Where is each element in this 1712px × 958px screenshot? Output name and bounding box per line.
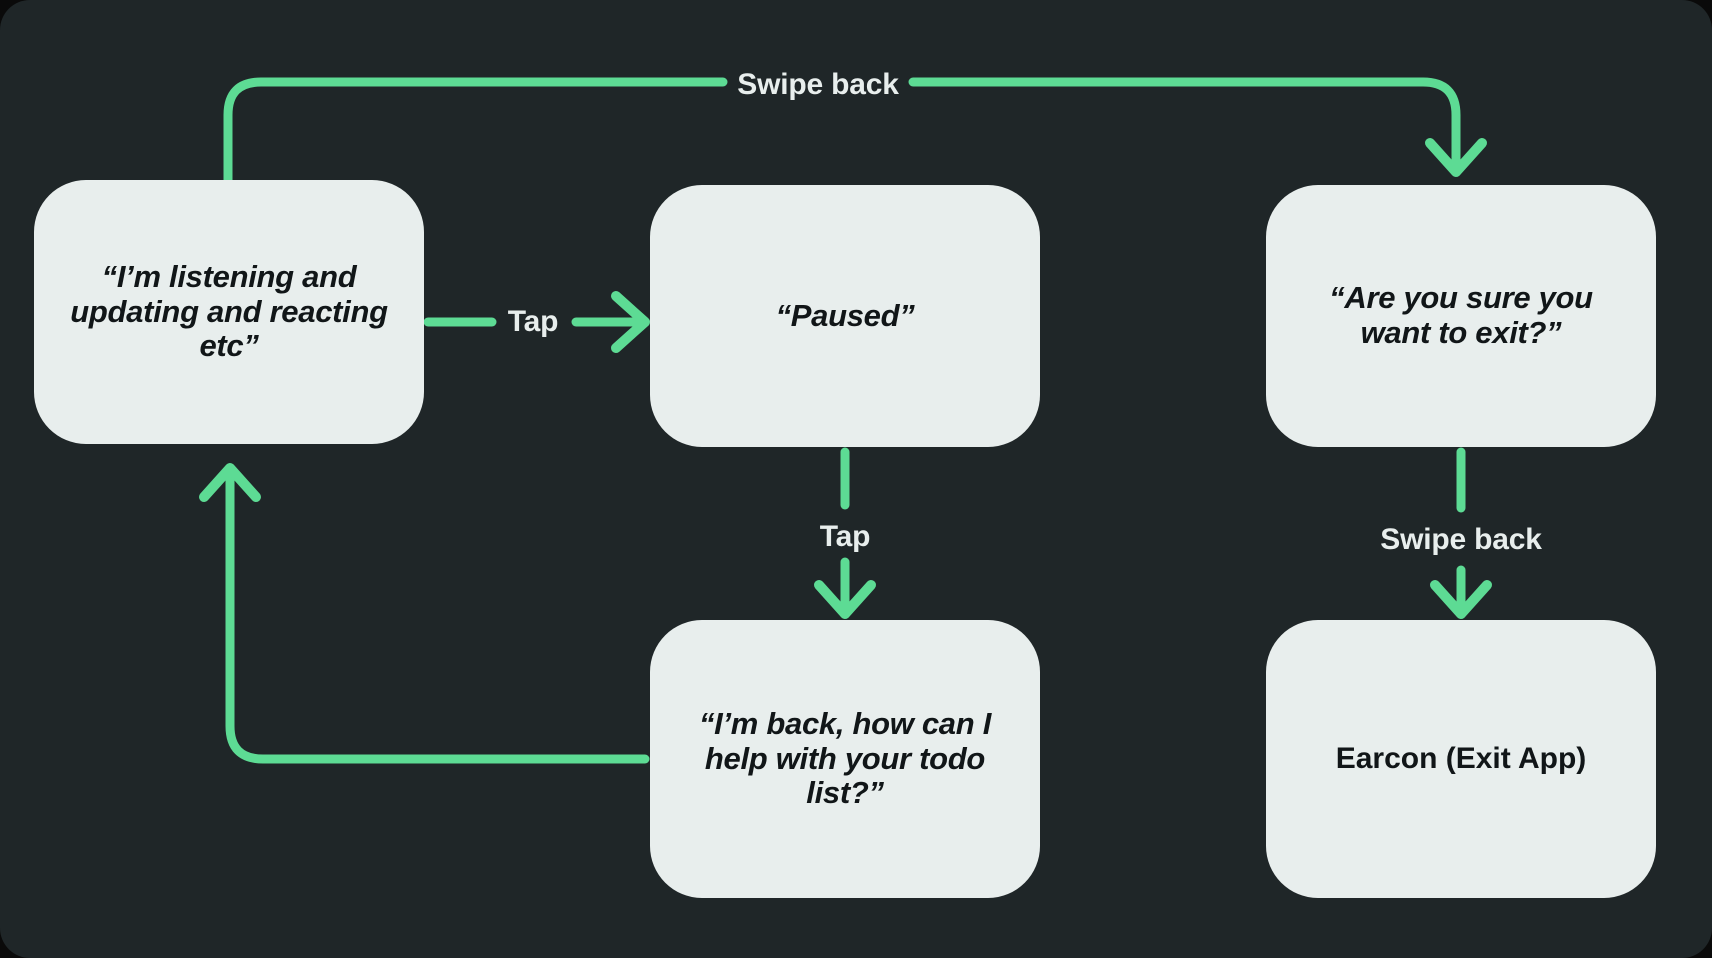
edge-label-tap-horizontal: Tap bbox=[507, 305, 559, 338]
node-im-back-label: “I’m back, how can I help with your todo… bbox=[698, 705, 992, 811]
edge-paused-to-imback bbox=[814, 447, 876, 619]
node-listening-label: “I’m listening and updating and reacting… bbox=[70, 258, 388, 364]
node-earcon-label: Earcon (Exit App) bbox=[1335, 742, 1587, 776]
node-confirm-exit[interactable]: “Are you sure you want to exit?” bbox=[1266, 185, 1656, 447]
node-listening[interactable]: “I’m listening and updating and reacting… bbox=[34, 180, 424, 444]
edge-listening-to-confirm-exit bbox=[223, 77, 1487, 185]
node-paused[interactable]: “Paused” bbox=[650, 185, 1040, 447]
node-confirm-exit-label: “Are you sure you want to exit?” bbox=[1329, 280, 1593, 350]
edge-label-tap-vertical: Tap bbox=[819, 520, 871, 553]
edge-listening-to-paused bbox=[423, 291, 650, 353]
edge-confirm-exit-to-earcon bbox=[1430, 447, 1492, 619]
edge-label-swipe-back-top: Swipe back bbox=[737, 68, 899, 101]
node-paused-label: “Paused” bbox=[775, 297, 915, 333]
node-im-back[interactable]: “I’m back, how can I help with your todo… bbox=[650, 620, 1040, 898]
edge-imback-to-listening bbox=[199, 463, 650, 764]
node-earcon[interactable]: Earcon (Exit App) bbox=[1266, 620, 1656, 898]
edge-label-swipe-back-right: Swipe back bbox=[1380, 523, 1542, 556]
